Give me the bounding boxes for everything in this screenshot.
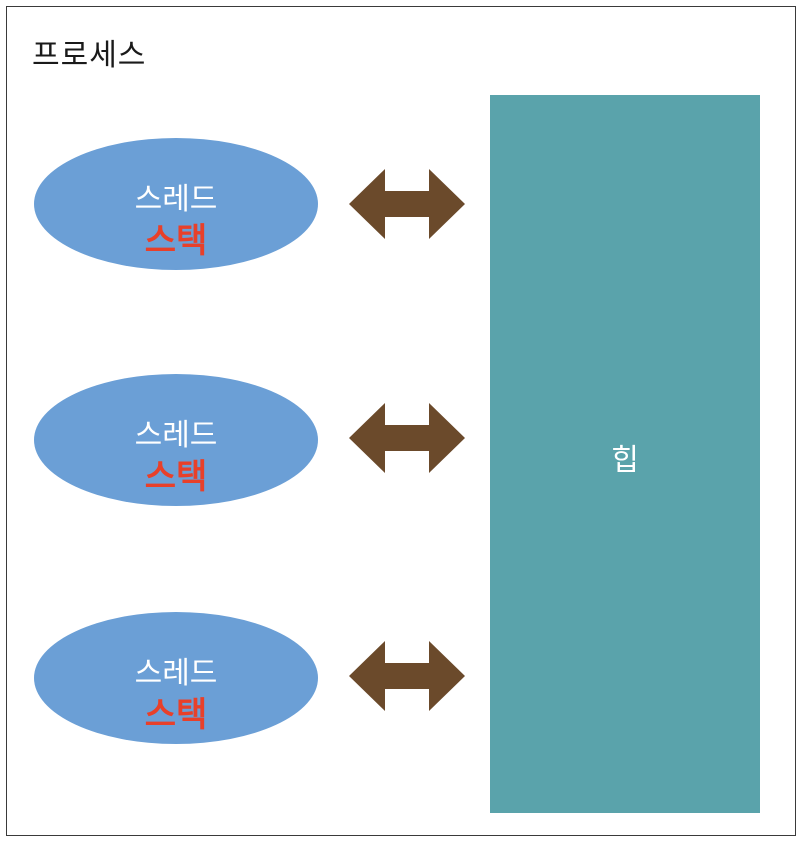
stack-label: 스택 — [144, 695, 208, 735]
thread-label: 스레드 — [134, 418, 218, 453]
heap-block: 힙 — [490, 95, 760, 813]
double-arrow-icon — [349, 169, 465, 239]
thread-label: 스레드 — [134, 656, 218, 691]
thread-ellipse: 스레드 스택 — [34, 612, 318, 744]
stack-label: 스택 — [144, 221, 208, 261]
double-arrow-icon — [349, 641, 465, 711]
thread-label: 스레드 — [134, 182, 218, 217]
heap-label: 힙 — [611, 443, 639, 478]
double-arrow-icon — [349, 403, 465, 473]
stack-label: 스택 — [144, 457, 208, 497]
thread-ellipse: 스레드 스택 — [34, 374, 318, 506]
process-title: 프로세스 — [32, 38, 147, 73]
thread-ellipse: 스레드 스택 — [34, 138, 318, 270]
